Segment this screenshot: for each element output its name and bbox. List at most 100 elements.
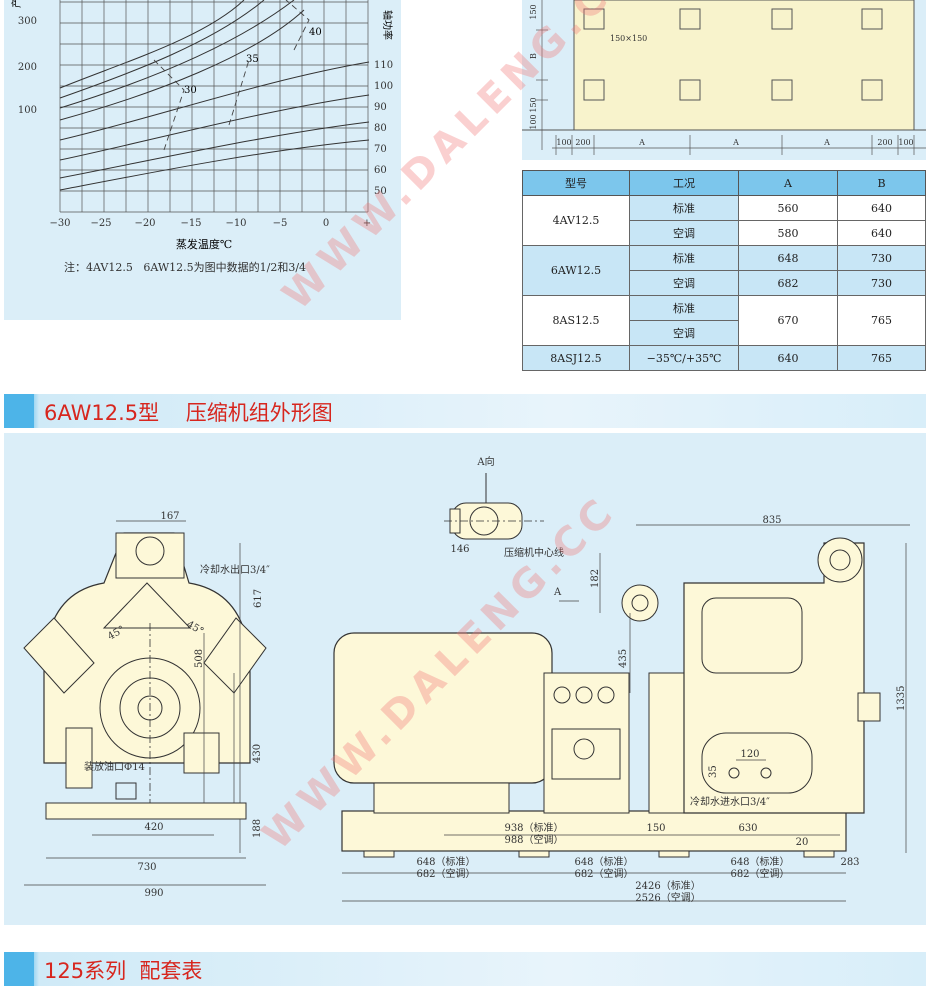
x-tick: + — [363, 218, 371, 229]
y-axis-left-label: 产冷量 — [10, 0, 23, 8]
value-cell: 640 — [738, 345, 838, 371]
dimension-spec-table: 型号 工况 A B 4AV12.5 标准 560 640 空调 580 640 … — [522, 170, 926, 371]
y-right-tick: 100 — [374, 81, 393, 92]
dim-label: 648（标准） — [574, 856, 633, 868]
dim-label: 835 — [762, 515, 781, 526]
value-cell: 580 — [738, 220, 838, 246]
condition-cell: 标准 — [629, 245, 739, 271]
dim-label: 508 — [194, 649, 205, 668]
y-right-tick: 80 — [374, 123, 387, 134]
foundation-grid-drawing: 150 B 150 100 150×150 100 200 A A A 200 … — [522, 0, 926, 155]
y-left-tick: 100 — [18, 105, 37, 116]
x-tick: −10 — [225, 218, 246, 229]
y-right-tick: 70 — [374, 144, 387, 155]
section-header-matching: 125系列 配套表 — [4, 952, 926, 986]
condition-cell: 空调 — [629, 270, 739, 296]
y-right-tick: 110 — [374, 60, 393, 71]
dim-label: 648（标准） — [416, 856, 475, 868]
performance-curves — [59, 0, 370, 191]
section-tab — [4, 952, 34, 986]
value-cell: 640 — [837, 195, 926, 221]
model-cell: 8ASJ12.5 — [522, 345, 630, 371]
dim-label: A — [823, 138, 830, 147]
x-axis-label: 蒸发温度℃ — [176, 237, 232, 251]
view-a — [444, 473, 544, 540]
y-right-tick: 50 — [374, 186, 387, 197]
dim-label: B — [529, 53, 538, 59]
x-tick: −25 — [90, 218, 111, 229]
dim-label: 100 — [529, 114, 538, 129]
dim-label: 188 — [252, 819, 263, 838]
chart-note: 注：4AV12.5 6AW12.5为图中数据的1/2和3/4 — [64, 261, 307, 274]
dim-label: 730 — [137, 862, 156, 873]
outline-drawing-panel: 167 冷却水出口3/4″ 617 45° 45° 508 430 装放油口Φ1… — [4, 433, 926, 925]
table-row: 4AV12.5 标准 560 640 — [522, 195, 926, 246]
dim-label: 682（空调） — [416, 867, 475, 880]
inlet-label: 冷却水进水口3/4″ — [690, 795, 770, 808]
value-cell: 730 — [837, 270, 926, 296]
column-header: 型号 — [522, 170, 630, 196]
dim-label: 1335 — [896, 686, 907, 711]
dim-label: A — [732, 138, 739, 147]
value-cell: 730 — [837, 245, 926, 271]
outlet-label: 冷却水出口3/4″ — [200, 563, 270, 576]
value-cell: 765 — [837, 345, 926, 371]
y-right-tick: 90 — [374, 102, 387, 113]
centerline-label: 压缩机中心线 — [504, 546, 564, 559]
value-cell: 682 — [738, 270, 838, 296]
x-tick: 0 — [323, 218, 329, 229]
y-right-tick: 60 — [374, 165, 387, 176]
table-row: 8AS12.5 标准 670 765 — [522, 295, 926, 346]
dim-label: 430 — [252, 744, 263, 763]
value-cell: 640 — [837, 220, 926, 246]
dim-label: 420 — [144, 822, 163, 833]
column-header: 工况 — [629, 170, 739, 196]
x-tick: −5 — [273, 218, 288, 229]
bolt-holes — [583, 8, 883, 101]
oil-port-label: 装放油口Φ14 — [84, 760, 145, 773]
model-cell: 4AV12.5 — [522, 195, 630, 246]
dim-label: 182 — [590, 569, 601, 588]
dim-label: 150 — [529, 4, 538, 19]
condition-cell: 标准 — [629, 295, 739, 321]
model-cell: 8AS12.5 — [522, 295, 630, 346]
condition-cell: 标准 — [629, 195, 739, 221]
table-row: 6AW12.5 标准 648 730 — [522, 245, 926, 296]
curve-label: 30 — [184, 85, 197, 96]
dim-label: 150 — [529, 97, 538, 112]
dim-label: 100 — [556, 138, 571, 147]
dim-label: 150 — [646, 823, 665, 834]
square-size-label: 150×150 — [610, 34, 647, 43]
x-tick: −20 — [134, 218, 155, 229]
front-view — [23, 532, 267, 820]
view-arrow-label: A — [553, 587, 562, 598]
condition-cell: 空调 — [629, 320, 739, 346]
side-view — [333, 537, 881, 858]
dim-label: 200 — [877, 138, 892, 147]
section-title: 125系列 配套表 — [44, 959, 203, 983]
y-axis-right-label: 轴功率 — [381, 10, 394, 40]
dim-label: 682（空调） — [574, 867, 633, 880]
section-title: 6AW12.5型 压缩机组外形图 — [44, 401, 333, 425]
y-left-tick: 200 — [18, 62, 37, 73]
x-tick: −30 — [49, 218, 70, 229]
dim-label: 630 — [738, 823, 757, 834]
dim-label: 617 — [253, 589, 264, 608]
condition-cell: 空调 — [629, 220, 739, 246]
dim-label: 283 — [840, 857, 859, 868]
column-header: B — [837, 170, 926, 196]
section-header-outline: 6AW12.5型 压缩机组外形图 — [4, 394, 926, 428]
section-tab — [4, 394, 34, 428]
curve-label: 35 — [246, 54, 259, 65]
dim-label: 682（空调） — [730, 867, 789, 880]
condition-cell: −35℃/+35℃ — [629, 345, 739, 371]
performance-chart-panel: 产冷量 轴功率 300 200 100 110 100 90 80 70 60 … — [4, 0, 401, 320]
dim-label: 200 — [575, 138, 590, 147]
dim-label: 167 — [160, 511, 179, 522]
dim-label: 938（标准） — [504, 822, 563, 834]
curve-label: 40 — [309, 27, 322, 38]
value-cell: 765 — [837, 295, 926, 346]
table-row: 8ASJ12.5 −35℃/+35℃ 640 765 — [522, 345, 926, 371]
x-tick: −15 — [180, 218, 201, 229]
foundation-grid-panel: 150 B 150 100 150×150 100 200 A A A 200 … — [522, 0, 926, 160]
